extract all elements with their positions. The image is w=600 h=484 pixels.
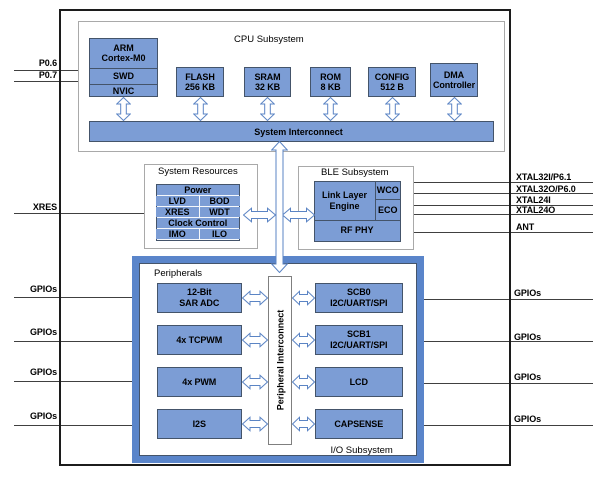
system-resources-table: Power LVD BOD XRES WDT Clock Control IMO… (155, 184, 240, 241)
wire-gpio-right-1 (422, 299, 593, 300)
scb1-arrow (292, 332, 315, 348)
xres-cell: XRES (156, 207, 199, 218)
ble-block (313, 181, 401, 242)
pin-label-gpio-right-2: GPIOs (514, 332, 542, 342)
wire-gpio-left-1 (14, 297, 132, 298)
wire-xtal24o (400, 214, 593, 215)
pin-label-xtal32o: XTAL32O/P6.0 (516, 183, 576, 194)
cpu-subsystem-title: CPU Subsystem (234, 33, 304, 45)
wire-xtal24i (400, 205, 593, 206)
flash-block: FLASH 256 KB (176, 67, 224, 97)
lcd-block: LCD (314, 367, 403, 397)
wire-ant (400, 232, 593, 233)
wco-cell: WCO (376, 185, 399, 196)
pwm-arrow (242, 374, 268, 390)
pin-label-p06: P0.6 (38, 58, 57, 68)
capsense-block: CAPSENSE (314, 409, 403, 439)
interconnect-channel-arrow (270, 141, 288, 273)
arm-divider-2 (89, 84, 158, 85)
clock-control-header-cell: Clock Control (156, 218, 239, 229)
channel-ble-arrow (282, 206, 315, 223)
pin-label-xres: XRES (32, 202, 57, 212)
lvd-cell: LVD (156, 196, 199, 207)
bus-arrow-config (384, 97, 400, 121)
pin-label-gpio-left-3: GPIOs (29, 367, 57, 377)
peripheral-interconnect-bar: Peripheral Interconnect (268, 275, 292, 445)
bus-arrow-arm (116, 97, 131, 121)
link-layer-engine-cell: Link Layer Engine (321, 190, 368, 211)
pin-label-gpio-left-4: GPIOs (29, 411, 57, 421)
wire-gpio-right-4 (422, 425, 593, 426)
ble-divider-vert (375, 182, 376, 220)
pin-label-p07: P0.7 (38, 69, 57, 80)
wire-gpio-left-4 (14, 425, 132, 426)
system-resources-title: System Resources (158, 166, 238, 177)
dma-controller-block: DMA Controller (430, 63, 478, 97)
arm-swd-label: SWD (113, 71, 134, 81)
arm-divider-1 (89, 67, 158, 69)
sram-block: SRAM 32 KB (244, 67, 291, 97)
wdt-cell: WDT (199, 207, 240, 218)
peripherals-title: Peripherals (154, 267, 203, 279)
eco-cell: ECO (377, 204, 398, 215)
tcpwm-block: 4x TCPWM (156, 325, 242, 355)
rf-phy-cell: RF PHY (340, 225, 374, 236)
pin-label-xtal24i: XTAL24I (516, 195, 551, 205)
wire-p07 (14, 81, 89, 82)
power-header-cell: Power (156, 185, 239, 196)
pin-label-xtal24o: XTAL24O (516, 204, 556, 215)
tcpwm-arrow (242, 332, 268, 348)
ilo-cell: ILO (199, 229, 240, 240)
system-interconnect-label: System Interconnect (254, 126, 343, 137)
pwm-block: 4x PWM (156, 367, 242, 397)
system-interconnect-bus: System Interconnect (89, 121, 494, 142)
io-subsystem-label: I/O Subsystem (330, 444, 393, 456)
rom-block: ROM 8 KB (310, 67, 351, 97)
bus-arrow-rom (323, 97, 338, 121)
scb1-block: SCB1 I2C/UART/SPI (314, 325, 403, 355)
pin-label-gpio-right-1: GPIOs (514, 287, 542, 298)
pin-label-gpio-left-2: GPIOs (29, 327, 57, 337)
pin-label-gpio-right-4: GPIOs (514, 414, 542, 424)
wire-p06 (14, 70, 89, 71)
scb0-block: SCB0 I2C/UART/SPI (314, 283, 403, 313)
pin-label-ant: ANT (516, 222, 535, 232)
ble-divider-horiz (314, 219, 400, 221)
wire-xres (14, 213, 144, 214)
ble-divider-wco-eco (376, 199, 400, 200)
chip-outline (59, 9, 511, 466)
arm-nvic-label: NVIC (112, 85, 135, 96)
sar-adc-block: 12-Bit SAR ADC (156, 283, 242, 313)
bus-arrow-dma (446, 97, 462, 121)
bod-cell: BOD (199, 196, 240, 207)
wire-gpio-left-3 (14, 381, 132, 382)
arm-core-label: ARM Cortex-M0 (101, 42, 146, 64)
i2s-arrow (242, 416, 268, 432)
wire-xtal32i (400, 182, 593, 183)
peripheral-interconnect-label: Peripheral Interconnect (275, 309, 285, 411)
scb0-arrow (292, 290, 315, 306)
pin-label-xtal32i: XTAL32I/P6.1 (516, 172, 572, 182)
config-block: CONFIG 512 B (368, 67, 416, 97)
pin-label-gpio-left-1: GPIOs (29, 284, 57, 294)
bus-arrow-sram (260, 97, 275, 121)
capsense-arrow (292, 416, 315, 432)
i2s-block: I2S (156, 409, 242, 439)
ble-subsystem-title: BLE Subsystem (321, 166, 389, 178)
sar-adc-arrow (242, 290, 268, 306)
wire-gpio-right-3 (422, 383, 593, 384)
lcd-arrow (292, 374, 315, 390)
pin-label-gpio-right-3: GPIOs (514, 372, 542, 382)
wire-gpio-left-2 (14, 341, 132, 342)
wire-gpio-right-2 (422, 341, 593, 342)
wire-xtal32o (400, 193, 593, 194)
imo-cell: IMO (156, 229, 199, 240)
bus-arrow-flash (192, 97, 208, 121)
